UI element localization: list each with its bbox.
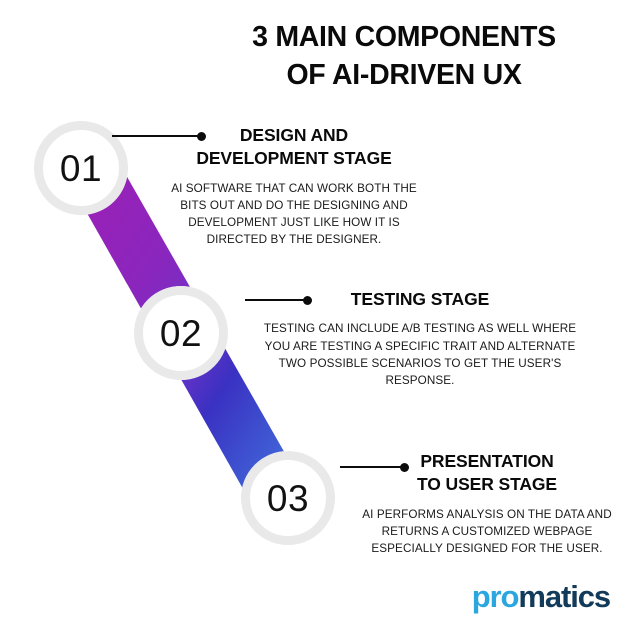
stage-block-02: TESTING STAGE TESTING CAN INCLUDE A/B TE… bbox=[262, 288, 578, 390]
node-number-01: 01 bbox=[59, 147, 103, 189]
stage-heading-03: PRESENTATION TO USER STAGE bbox=[356, 450, 618, 497]
stage-heading-02-line-1: TESTING STAGE bbox=[350, 289, 490, 309]
node-ring-02 bbox=[134, 286, 228, 380]
stage-body-03: AI PERFORMS ANALYSIS ON THE DATA AND RET… bbox=[362, 507, 612, 556]
stage-heading-01-line-2: DEVELOPMENT STAGE bbox=[196, 148, 392, 169]
stage-heading-01: DESIGN AND DEVELOPMENT STAGE bbox=[166, 124, 422, 171]
connector-line-02 bbox=[245, 299, 307, 301]
connector-line-01 bbox=[112, 135, 200, 137]
stage-node-03: 03 bbox=[241, 451, 335, 545]
title-line-2: OF AI-DRIVEN UX bbox=[286, 59, 522, 92]
stage-heading-02: TESTING STAGE bbox=[262, 288, 578, 311]
page-title: 3 MAIN COMPONENTS OF AI-DRIVEN UX bbox=[204, 18, 604, 94]
brand-logo-part-1: pro bbox=[471, 579, 520, 614]
stage-body-01: AI SOFTWARE THAT CAN WORK BOTH THE BITS … bbox=[171, 181, 417, 247]
stage-heading-03-line-1: PRESENTATION bbox=[420, 451, 554, 471]
title-line-1: 3 MAIN COMPONENTS bbox=[252, 21, 556, 53]
connector-dot-01 bbox=[197, 131, 206, 141]
stage-block-01: DESIGN AND DEVELOPMENT STAGE AI SOFTWARE… bbox=[166, 124, 422, 249]
node-ring-01 bbox=[34, 121, 128, 215]
stage-heading-01-line-1: DESIGN AND bbox=[239, 125, 349, 145]
node-number-02: 02 bbox=[159, 312, 203, 354]
stage-body-02: TESTING CAN INCLUDE A/B TESTING AS WELL … bbox=[263, 322, 577, 388]
stage-node-02: 02 bbox=[134, 286, 228, 380]
node-ring-03 bbox=[241, 451, 335, 545]
stage-heading-03-line-2: TO USER STAGE bbox=[416, 474, 558, 495]
node-number-03: 03 bbox=[266, 477, 310, 519]
brand-logo-part-2: matics bbox=[518, 579, 611, 614]
connector-line-03 bbox=[340, 466, 404, 468]
stage-block-03: PRESENTATION TO USER STAGE AI PERFORMS A… bbox=[356, 450, 618, 557]
brand-logo: promatics bbox=[471, 579, 611, 614]
connector-dot-02 bbox=[303, 295, 312, 305]
stage-node-01: 01 bbox=[34, 121, 128, 215]
connector-dot-03 bbox=[400, 462, 409, 472]
